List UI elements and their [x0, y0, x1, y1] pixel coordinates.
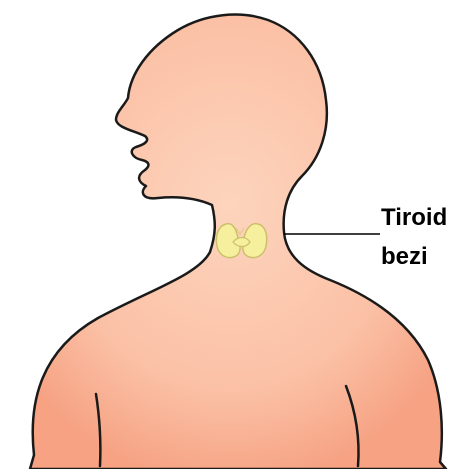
thyroid-label: Tiroid bezi [381, 198, 467, 276]
thyroid-label-line1: Tiroid [381, 198, 467, 237]
thyroid-label-line2: bezi [381, 237, 467, 276]
thyroid-isthmus [233, 238, 250, 247]
